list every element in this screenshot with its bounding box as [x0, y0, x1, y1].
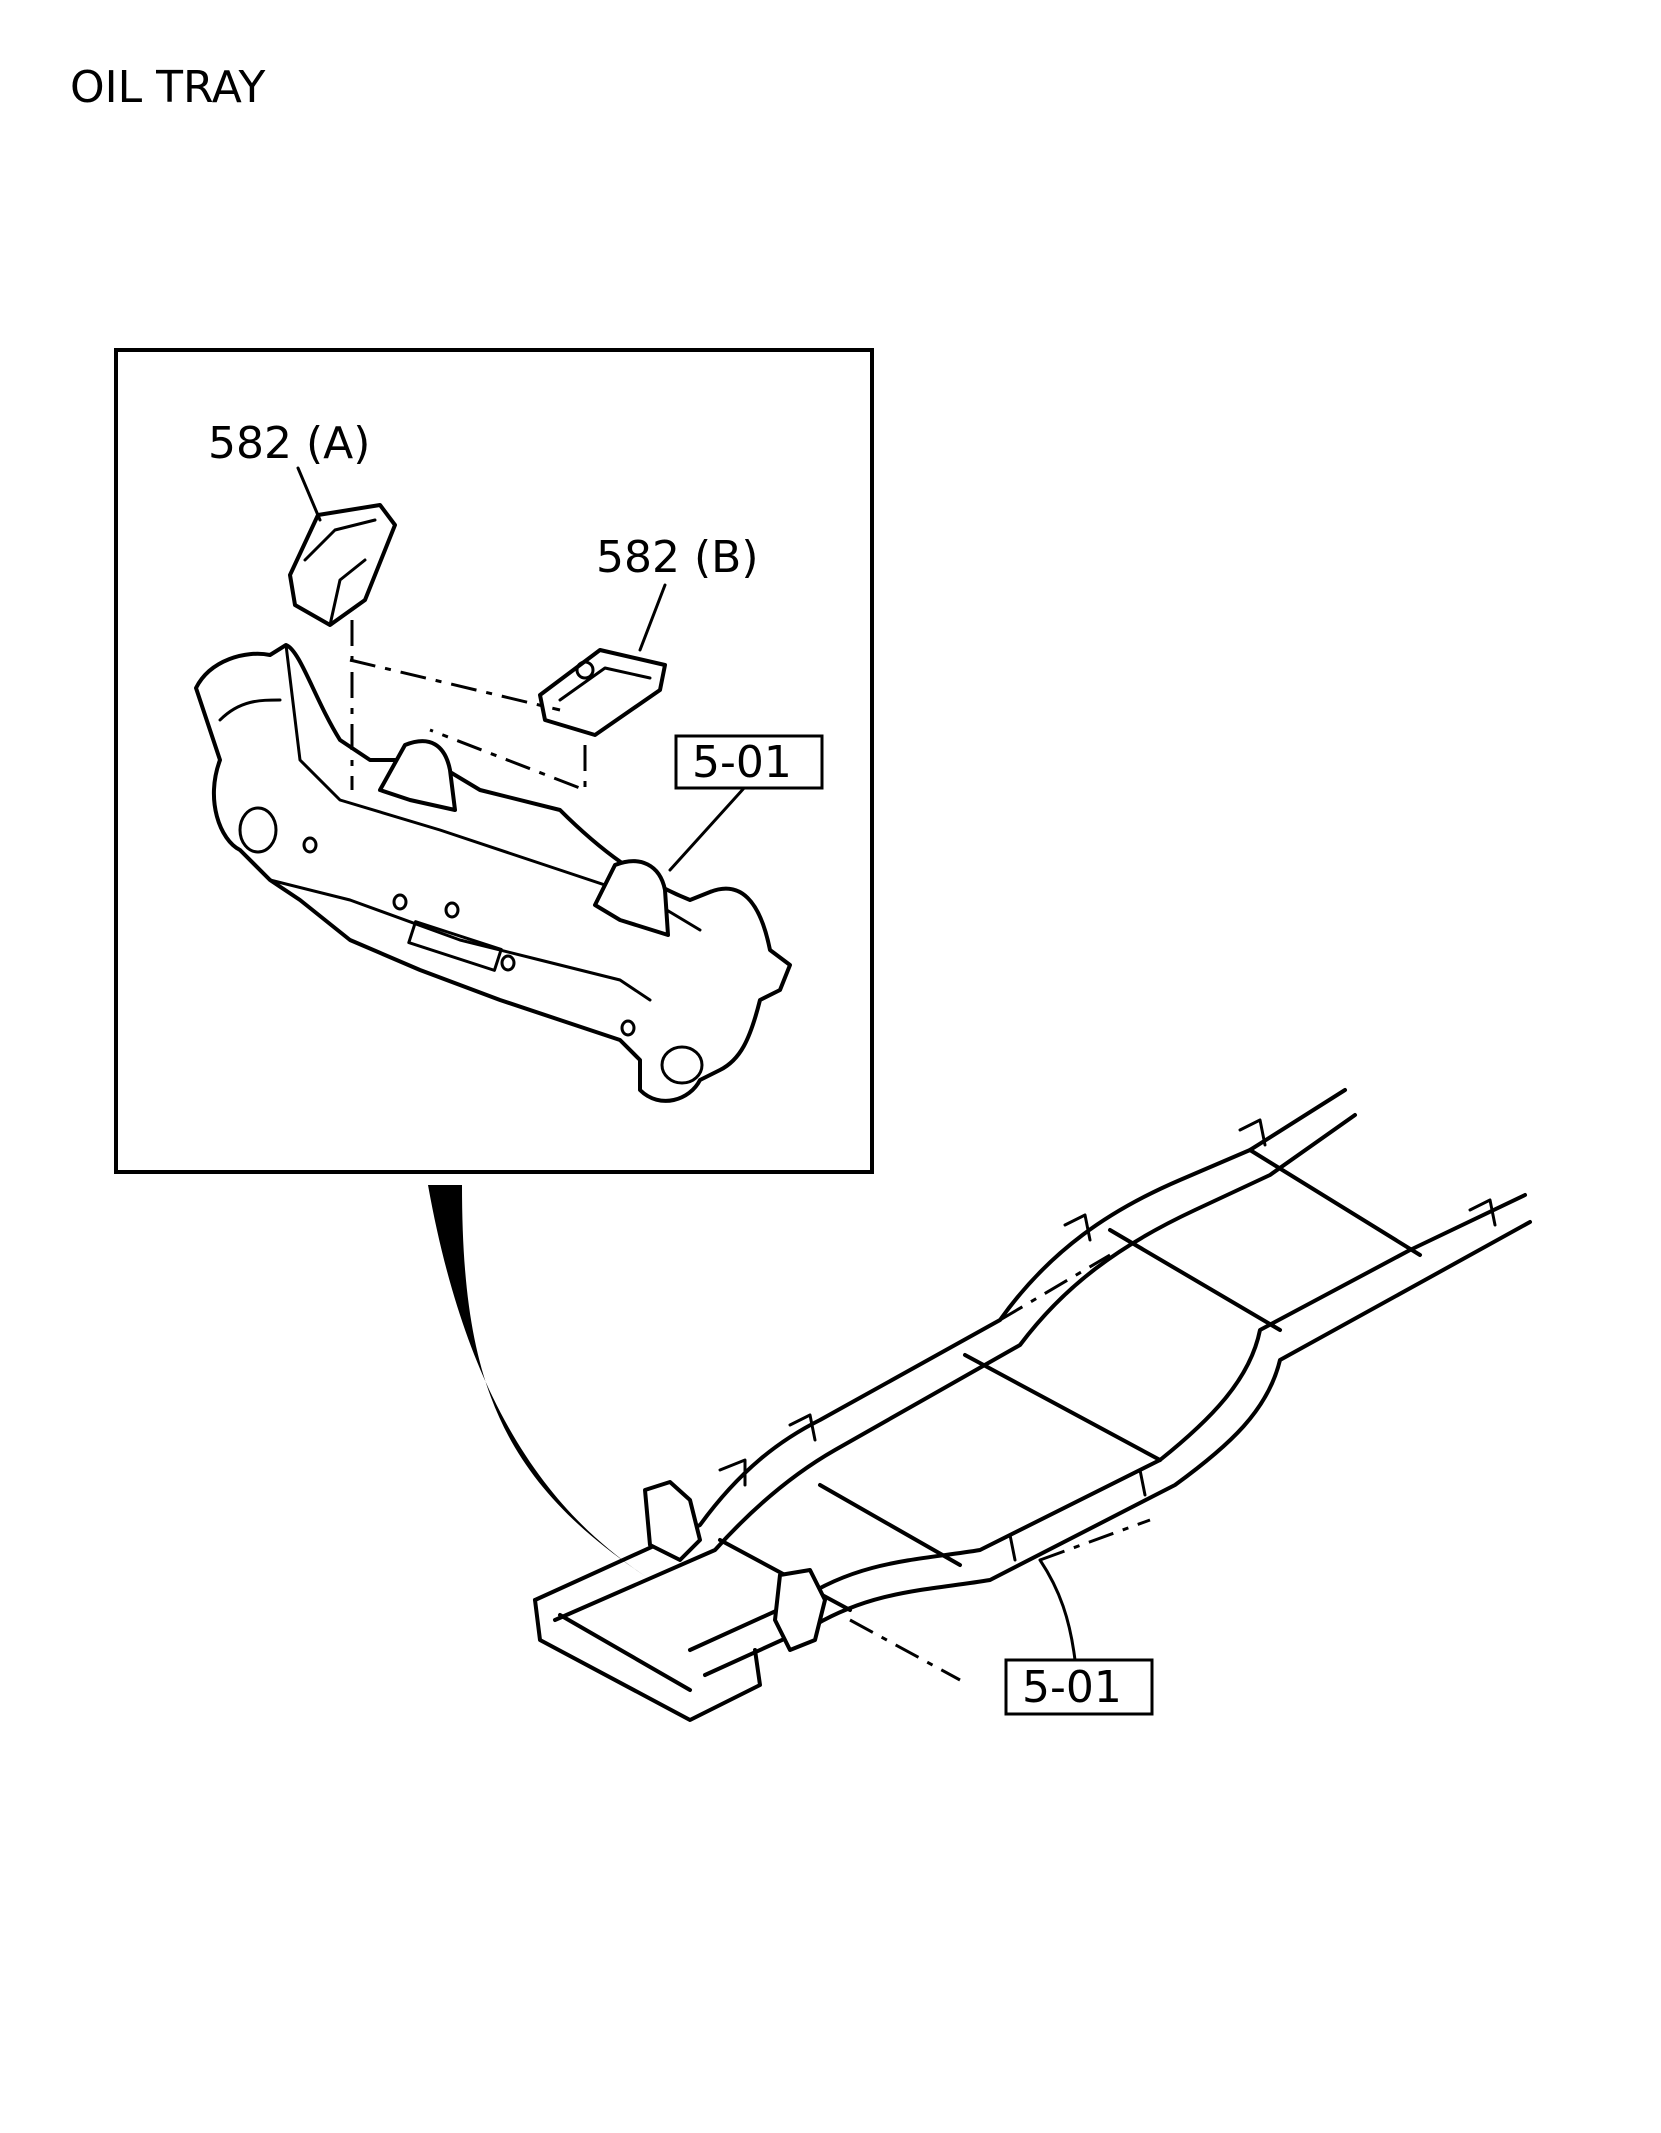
zoom-pointer-arrow [428, 1185, 648, 1578]
page-title: OIL TRAY [70, 62, 266, 113]
detail-inset-box [114, 348, 874, 1174]
callout-box-inset-ref [674, 734, 824, 790]
oil-tray-b-illustration [538, 648, 667, 737]
callout-inset-ref: 5-01 [692, 737, 792, 788]
chassis-frame-illustration [533, 1088, 1532, 1722]
callout-box-frame-ref [1004, 1658, 1154, 1716]
callout-582b: 582 (B) [596, 532, 759, 583]
oil-tray-a-illustration [288, 503, 397, 627]
callout-582a: 582 (A) [208, 418, 370, 469]
callout-frame-ref: 5-01 [1022, 1662, 1122, 1713]
crossmember-illustration [194, 643, 792, 1103]
